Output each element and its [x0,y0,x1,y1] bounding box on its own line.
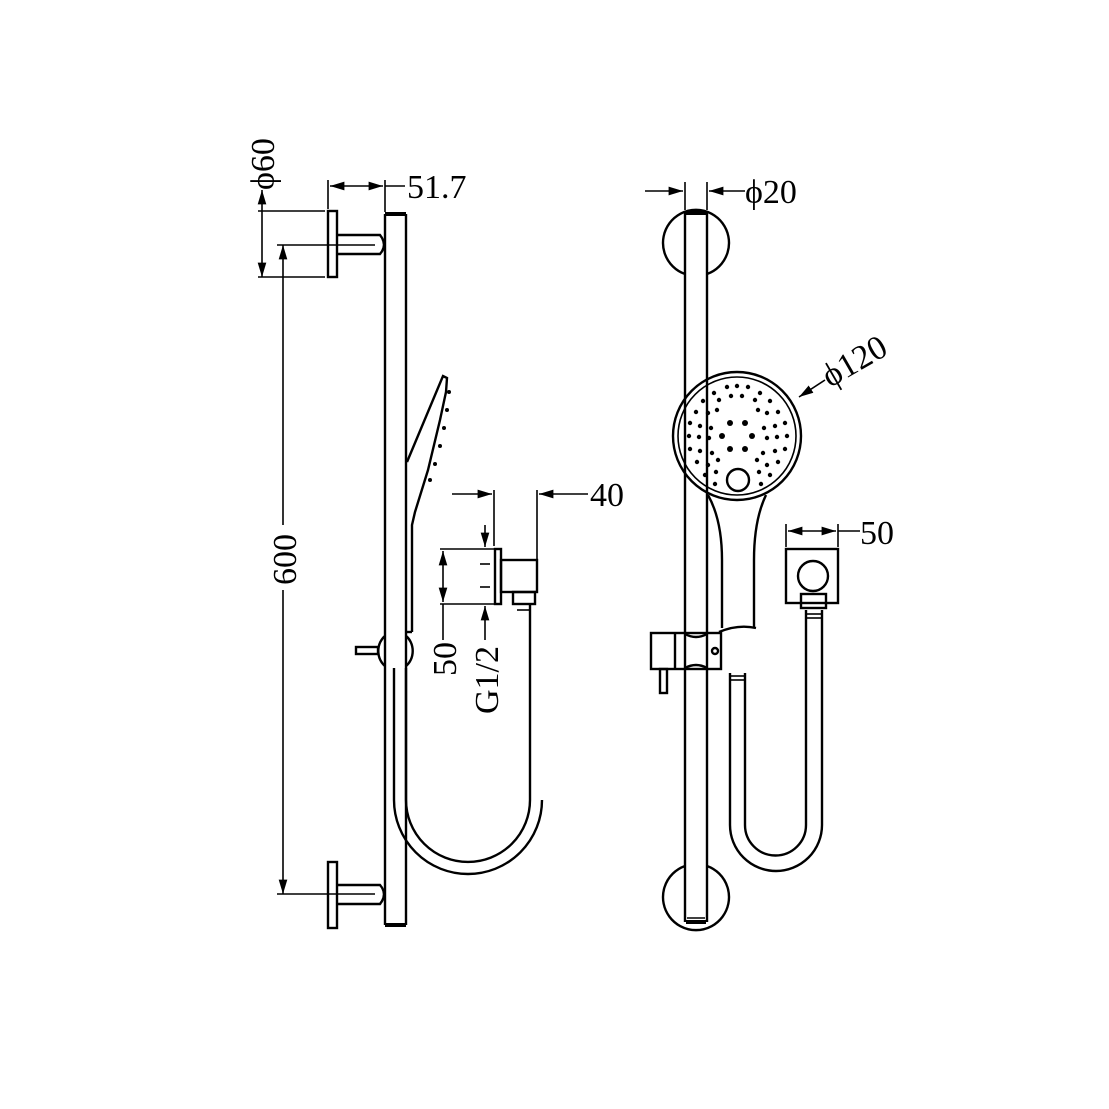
label-elbow-projection: 40 [590,477,624,514]
dim-head-diameter: ϕ120 [798,328,894,398]
spray-nozzles [686,383,790,487]
top-wall-bracket [277,209,386,279]
label-rail-diameter: ϕ20 [745,174,797,211]
front-view: ϕ20 ϕ120 50 [645,174,894,932]
front-shower-head [671,370,803,634]
front-slider [649,631,723,695]
front-hose [728,610,824,873]
label-elbow-flange-height: 50 [427,642,464,676]
side-hose [392,604,544,876]
side-wall-elbow [493,547,539,611]
side-hand-shower [405,374,451,634]
bottom-wall-bracket [277,860,386,930]
dim-bracket-spacing: 600 [267,244,304,894]
dim-elbow-flange-height: 50 [427,548,494,676]
label-rail-projection: 51.7 [407,169,467,206]
dim-rail-projection: 51.7 [327,169,467,212]
label-head-diameter: ϕ120 [816,328,894,394]
dim-flange-diameter: ϕ60 [245,138,325,278]
label-bracket-spacing: 600 [267,534,304,585]
label-flange-diameter: ϕ60 [245,138,282,190]
dim-thread-size: G1/2 [469,525,506,714]
front-wall-elbow [784,547,840,610]
side-view: ϕ60 51.7 600 40 [245,138,624,930]
label-elbow-width: 50 [860,515,894,552]
dim-rail-diameter: ϕ20 [645,174,797,211]
front-rail [683,211,709,924]
label-thread-size: G1/2 [469,646,506,714]
side-slider [354,635,414,667]
dim-elbow-width: 50 [785,515,894,552]
front-bottom-bracket [661,864,731,932]
dim-elbow-projection: 40 [452,477,624,560]
front-top-bracket [661,208,731,276]
